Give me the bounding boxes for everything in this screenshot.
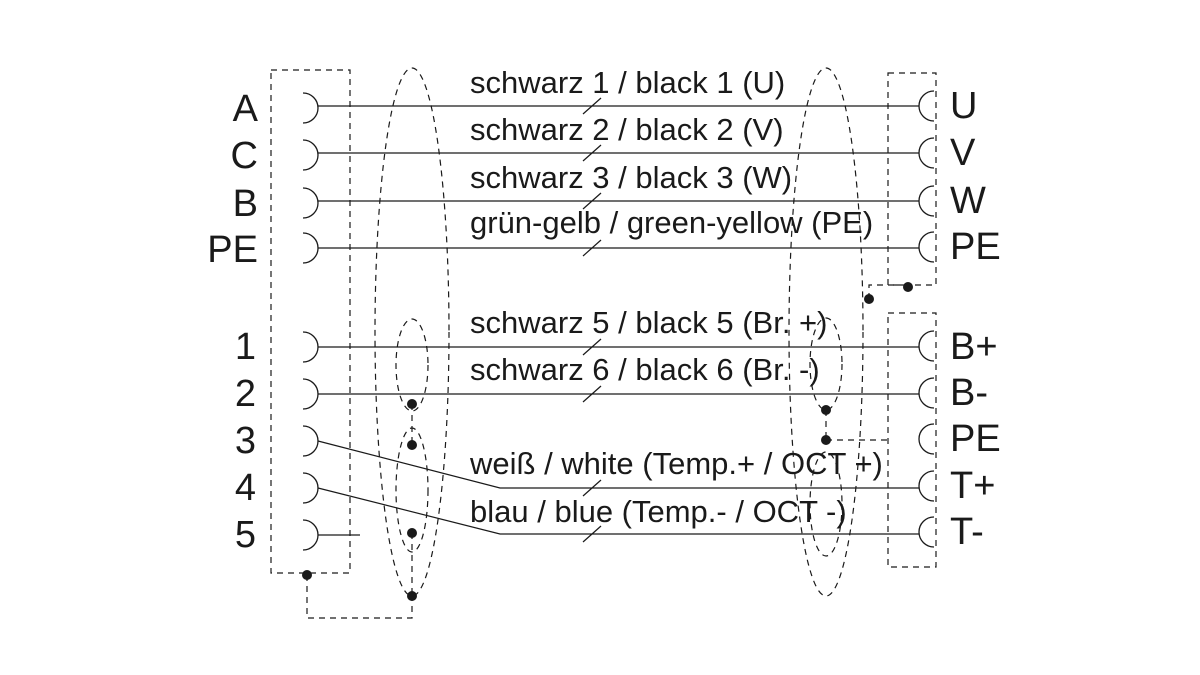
left-pin-label: 3 xyxy=(235,420,256,462)
right-pin-label: U xyxy=(950,85,977,127)
wire-label: blau / blue (Temp.- / OCT -) xyxy=(470,494,847,529)
left-pin-label: 2 xyxy=(235,373,256,415)
right-brake-pair-shield xyxy=(809,317,843,411)
right-pin-label: T+ xyxy=(950,465,995,507)
wire-label: schwarz 2 / black 2 (V) xyxy=(470,112,784,147)
wire-label: schwarz 5 / black 5 (Br. +) xyxy=(470,305,827,340)
right-power-connector-outline xyxy=(887,72,937,286)
right-pin-label: B- xyxy=(950,372,988,414)
right-pin-label: PE xyxy=(950,418,1001,460)
wire-blue xyxy=(317,487,919,535)
right-overall-shield xyxy=(788,67,864,597)
right-pin-label: T- xyxy=(950,511,984,553)
right-signal-connector-outline xyxy=(887,312,937,568)
wire-label: weiß / white (Temp.+ / OCT +) xyxy=(469,446,883,481)
left-overall-shield xyxy=(374,67,450,597)
wire-white xyxy=(317,440,919,489)
right-sockets xyxy=(918,90,935,548)
wire-label: schwarz 3 / black 3 (W) xyxy=(470,160,792,195)
right-pin-label: B+ xyxy=(950,326,998,368)
wire-tick-marks xyxy=(582,97,602,543)
left-sockets xyxy=(302,92,319,551)
left-pin-label: 4 xyxy=(235,467,256,509)
right-temp-pair-shield xyxy=(809,451,843,557)
connection-dots xyxy=(302,282,913,601)
left-pin-label: C xyxy=(231,135,258,177)
right-pin-label: W xyxy=(950,180,986,222)
right-pin-label: V xyxy=(950,132,976,174)
left-pin-label: 5 xyxy=(235,514,256,556)
wire-label: schwarz 1 / black 1 (U) xyxy=(470,65,785,100)
left-pin-label: B xyxy=(233,183,258,225)
right-pin-label: PE xyxy=(950,226,1001,268)
left-pin-label: 1 xyxy=(235,326,256,368)
left-connector-outline xyxy=(270,69,351,574)
wire-label: grün-gelb / green-yellow (PE) xyxy=(470,205,873,240)
wires xyxy=(317,105,919,536)
cable-shields xyxy=(374,67,864,597)
left-brake-pair-shield xyxy=(395,318,429,412)
left-pin-label: PE xyxy=(207,229,258,271)
left-pin-label: A xyxy=(233,88,259,130)
wire-label: schwarz 6 / black 6 (Br. -) xyxy=(470,352,820,387)
